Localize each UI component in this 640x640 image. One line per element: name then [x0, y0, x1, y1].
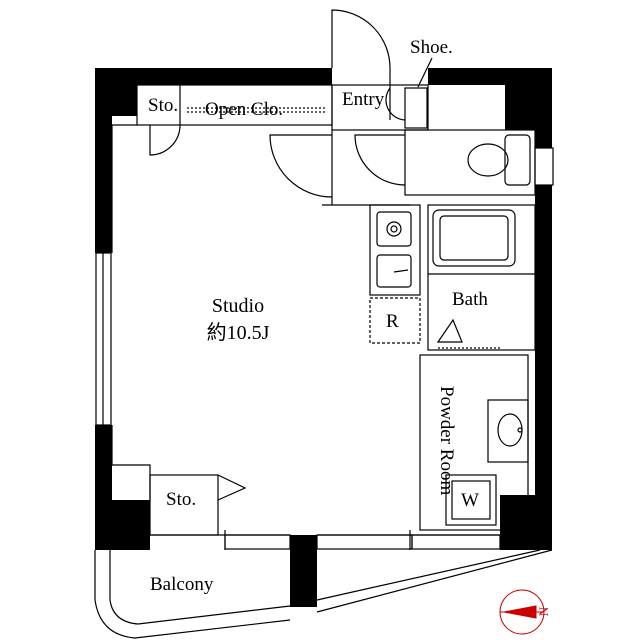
compass-north-label: N: [536, 606, 552, 617]
storage-bottom-label: Sto.: [166, 489, 197, 510]
entry-label: Entry: [342, 89, 385, 110]
bath-label: Bath: [452, 289, 488, 310]
balcony-label: Balcony: [150, 574, 214, 595]
walls: [95, 68, 552, 607]
wall-right-lower: [535, 185, 552, 550]
wall-corner-bottom-left: [95, 500, 150, 550]
storage-top-label: Sto.: [148, 95, 179, 116]
wall-right-upper: [535, 68, 552, 148]
shoe-label: Shoe.: [410, 37, 453, 58]
studio-size-label: 約10.5J: [206, 322, 270, 344]
wall-balcony-pillar: [290, 535, 317, 607]
open-closet-label: Open Clo.: [205, 99, 284, 120]
powder-room-label: Powder Room: [436, 386, 457, 496]
wall-corner-bottom-right: [500, 495, 552, 550]
wall-left-upper: [95, 68, 112, 253]
wall-top-left: [95, 68, 332, 85]
interior-lines: [94, 9, 554, 639]
studio-label: Studio: [211, 295, 265, 317]
refrigerator-label: R: [386, 311, 399, 332]
washer-label: W: [461, 490, 479, 511]
compass: [499, 589, 545, 635]
